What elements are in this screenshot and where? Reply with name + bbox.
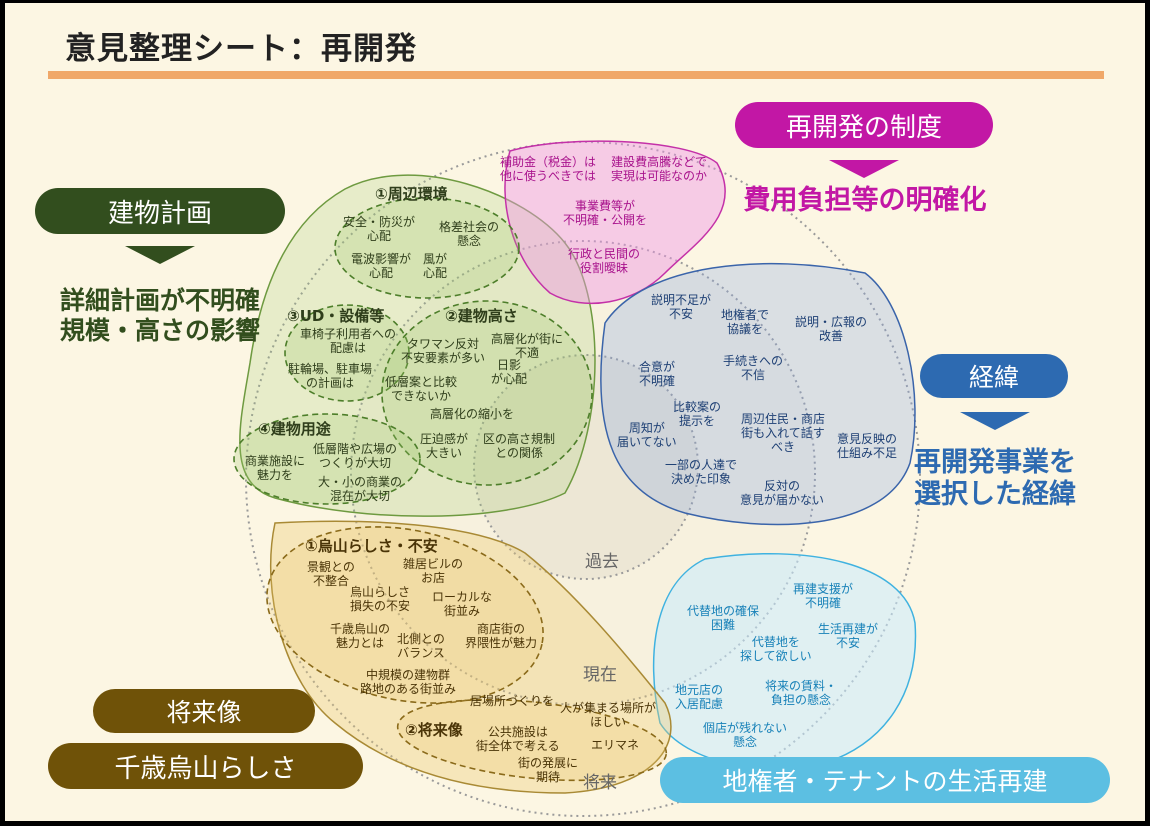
opinion-item: 区の高さ規制 との関係 — [483, 432, 556, 460]
opinion-item: 日影 が心配 — [491, 358, 528, 386]
env-heading: ①周辺環境 — [375, 185, 448, 203]
future-heading: ②将来像 — [405, 721, 463, 739]
use-heading: ④建物用途 — [258, 420, 331, 438]
page-title: 意見整理シート：再開発 — [65, 31, 417, 67]
future-circle — [245, 141, 921, 817]
present-circle — [350, 240, 816, 706]
livelihood-label: 地権者・テナントの生活再建 — [660, 757, 1110, 803]
title-underline — [48, 71, 1104, 79]
opinion-item: 商業施設に 魅力を — [245, 454, 306, 482]
opinion-item: 代替地を 探して欲しい — [740, 635, 812, 663]
opinion-item: 説明不足が 不安 — [651, 293, 712, 321]
opinion-sheet: 意見整理シート：再開発 建物計画 詳細計画が不明確 規模・高さの影響 再開発の制… — [5, 3, 1145, 821]
opinion-item: 合意が 不明確 — [639, 360, 676, 388]
opinion-item: 景観との 不整合 — [307, 560, 355, 588]
identity-group — [266, 526, 544, 704]
opinion-item: 意見反映の 仕組み不足 — [837, 432, 898, 460]
opinion-item: 電波影響が 心配 — [351, 252, 412, 280]
system-arrow-icon — [829, 160, 899, 178]
opinion-item: 安全・防災が 心配 — [343, 215, 416, 243]
opinion-item: エリマネ — [591, 738, 640, 752]
opinion-item: 北側との バランス — [397, 632, 445, 660]
history-arrow-icon — [960, 412, 1030, 430]
opinion-item: 高層化の縮小を — [430, 407, 515, 421]
opinion-item: 千歳烏山の 魅力とは — [330, 622, 391, 650]
present-label: 現在 — [583, 665, 617, 685]
opinion-item: ローカルな 街並み — [432, 590, 493, 618]
opinion-item: 中規模の建物群 路地のある街並み — [360, 668, 457, 696]
opinion-item: 車椅子利用者への 配慮は — [300, 327, 397, 355]
system-label: 再開発の制度 — [735, 102, 993, 148]
history-summary: 再開発事業を 選択した経緯 — [914, 447, 1076, 511]
opinion-item: 地元店の 入居配慮 — [675, 683, 724, 711]
opinion-item: 再建支援が 不明確 — [793, 582, 854, 610]
ud-heading: ③UD・設備等 — [287, 307, 385, 325]
opinion-item: 公共施設は 街全体で考える — [476, 725, 560, 753]
opinion-item: 居場所づくりを — [470, 694, 555, 708]
past-label: 過去 — [585, 552, 619, 572]
opinion-item: 風が 心配 — [423, 252, 448, 280]
opinion-item: タワマン反対 不安要素が多い — [401, 337, 486, 365]
env-group — [334, 197, 520, 299]
venn-diagram — [233, 140, 921, 817]
future-group — [396, 698, 668, 782]
opinion-item: 駐輪場、駐車場 の計画は — [288, 362, 373, 390]
opinion-item: 周辺住民・商店 街も入れて話す べき — [741, 412, 826, 454]
opinion-item: 烏山らしさ 損失の不安 — [350, 585, 411, 613]
future-image-label: 将来像 — [93, 689, 315, 733]
building-plan-arrow-icon — [125, 246, 195, 264]
opinion-item: 反対の 意見が届かない — [740, 479, 825, 507]
opinion-item: 格差社会の 懸念 — [439, 220, 500, 248]
opinion-item: 雑居ビルの お店 — [403, 557, 464, 585]
opinion-item: 人が集まる場所が ほしい — [560, 701, 657, 729]
opinion-item: 大・小の商業の 混在が大切 — [318, 475, 403, 503]
ud-group — [284, 304, 410, 402]
opinion-item: 将来の賃料・ 負担の懸念 — [765, 679, 838, 707]
future-region — [269, 520, 672, 794]
opinion-item: 補助金（税金）は 他に使うべきでは — [500, 155, 597, 183]
building-plan-label: 建物計画 — [35, 188, 285, 234]
opinion-item: 一部の人達で 決めた印象 — [665, 458, 738, 486]
opinion-item: 行政と民間の 役割曖昧 — [568, 247, 641, 275]
history-label: 経緯 — [920, 354, 1068, 398]
opinion-item: 説明・広報の 改善 — [795, 315, 868, 343]
height-group — [381, 300, 593, 486]
opinion-item: 建設費高騰などで 実現は可能なのか — [611, 155, 708, 183]
opinion-item: 生活再建が 不安 — [818, 622, 879, 650]
past-circle — [473, 354, 699, 580]
opinion-item: 事業費等が 不明確・公開を — [563, 199, 648, 227]
opinion-item: 個店が残れない 懸念 — [703, 721, 788, 749]
opinion-item: 低層案と比較 できないか — [385, 375, 458, 403]
building-plan-region — [239, 174, 596, 517]
chitose-karasuyama-identity-label: 千歳烏山らしさ — [48, 743, 363, 789]
building-plan-summary: 詳細計画が不明確 規模・高さの影響 — [59, 286, 260, 345]
opinion-item: 周知が 届いてない — [617, 421, 677, 449]
opinion-item: 比較案の 提示を — [673, 400, 722, 428]
identity-heading: ①烏山らしさ・不安 — [305, 537, 438, 555]
opinion-item: 手続きへの 不信 — [723, 354, 784, 382]
history-region — [600, 262, 916, 526]
system-summary: 費用負担等の明確化 — [743, 185, 987, 216]
future-label: 将来 — [583, 773, 617, 793]
opinion-item: 商店街の 界隈性が魅力 — [465, 622, 538, 650]
use-group — [233, 413, 421, 505]
opinion-item: 街の発展に 期待 — [518, 756, 579, 784]
opinion-item: 低層階や広場の つくりが大切 — [313, 442, 398, 470]
opinion-item: 高層化が街に 不適 — [491, 332, 564, 360]
opinion-item: 地権者で 協議を — [721, 308, 770, 336]
opinion-item: 圧迫感が 大きい — [420, 432, 469, 460]
opinion-item: 代替地の確保 困難 — [687, 604, 760, 632]
height-heading: ②建物高さ — [445, 307, 518, 325]
system-region — [504, 140, 726, 305]
